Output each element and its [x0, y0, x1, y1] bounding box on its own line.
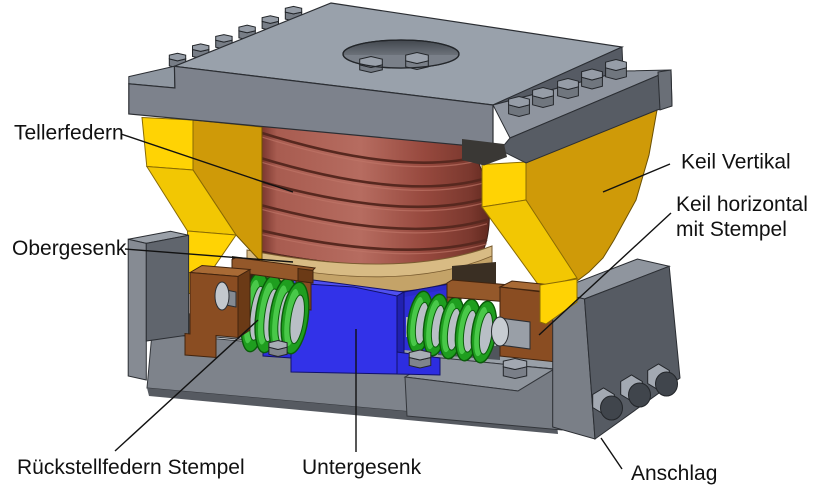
svg-text:Anschlag: Anschlag: [631, 462, 717, 485]
svg-text:mit Stempel: mit Stempel: [676, 218, 787, 241]
svg-text:Keil Vertikal: Keil Vertikal: [681, 151, 791, 174]
svg-text:Untergesenk: Untergesenk: [302, 456, 422, 479]
svg-text:Keil horizontal: Keil horizontal: [676, 193, 808, 216]
svg-text:Rückstellfedern Stempel: Rückstellfedern Stempel: [17, 456, 245, 479]
svg-text:Tellerfedern: Tellerfedern: [14, 122, 124, 145]
svg-text:Obergesenk: Obergesenk: [12, 237, 127, 260]
